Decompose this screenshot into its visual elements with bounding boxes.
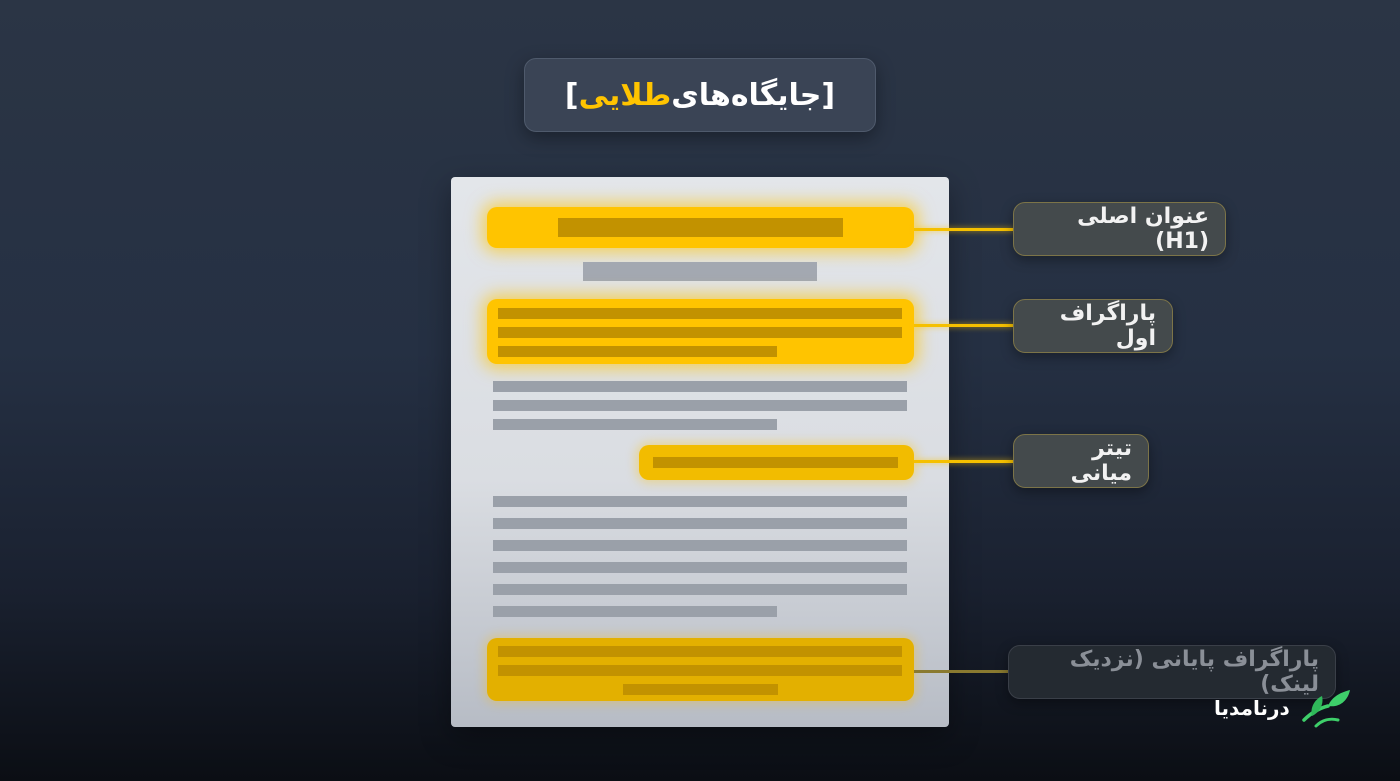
text-line	[493, 400, 907, 411]
text-line	[493, 562, 907, 573]
brand-name: درنامدیا	[1214, 696, 1290, 720]
label-subheading: تیتر میانی	[1013, 434, 1149, 488]
connector-last-paragraph	[914, 670, 1008, 673]
leaf-logo-icon	[1302, 690, 1350, 728]
text-line	[493, 540, 907, 551]
h1-highlight	[487, 207, 914, 248]
last-paragraph-highlight	[487, 638, 914, 701]
h1-bar	[558, 218, 843, 237]
brand-logo: درنامدیا	[1214, 686, 1354, 730]
text-line	[498, 665, 902, 676]
text-line	[493, 606, 777, 617]
label-first-paragraph: پاراگراف اول	[1013, 299, 1173, 353]
text-line	[498, 646, 902, 657]
text-line	[498, 308, 902, 319]
page-title: [جایگاه‌های طلایی]	[524, 58, 876, 132]
document-mockup	[451, 177, 949, 727]
connector-subheading	[914, 460, 1014, 463]
subtitle-bar	[583, 262, 817, 281]
text-line	[493, 584, 907, 595]
connector-first-paragraph	[914, 324, 1014, 327]
subheading-bar	[653, 457, 898, 468]
label-last-paragraph: پاراگراف پایانی (نزدیک لینک)	[1008, 645, 1336, 699]
text-line	[623, 684, 778, 695]
title-suffix: ]	[564, 77, 579, 113]
text-line	[493, 419, 777, 430]
first-paragraph-highlight	[487, 299, 914, 364]
connector-h1	[914, 228, 1014, 231]
subheading-highlight	[639, 445, 914, 480]
text-line	[498, 327, 902, 338]
text-line	[493, 381, 907, 392]
title-prefix: [جایگاه‌های	[671, 77, 836, 113]
text-line	[498, 346, 777, 357]
title-accent: طلایی	[578, 77, 672, 113]
label-h1: عنوان اصلی (H1)	[1013, 202, 1226, 256]
text-line	[493, 496, 907, 507]
text-line	[493, 518, 907, 529]
